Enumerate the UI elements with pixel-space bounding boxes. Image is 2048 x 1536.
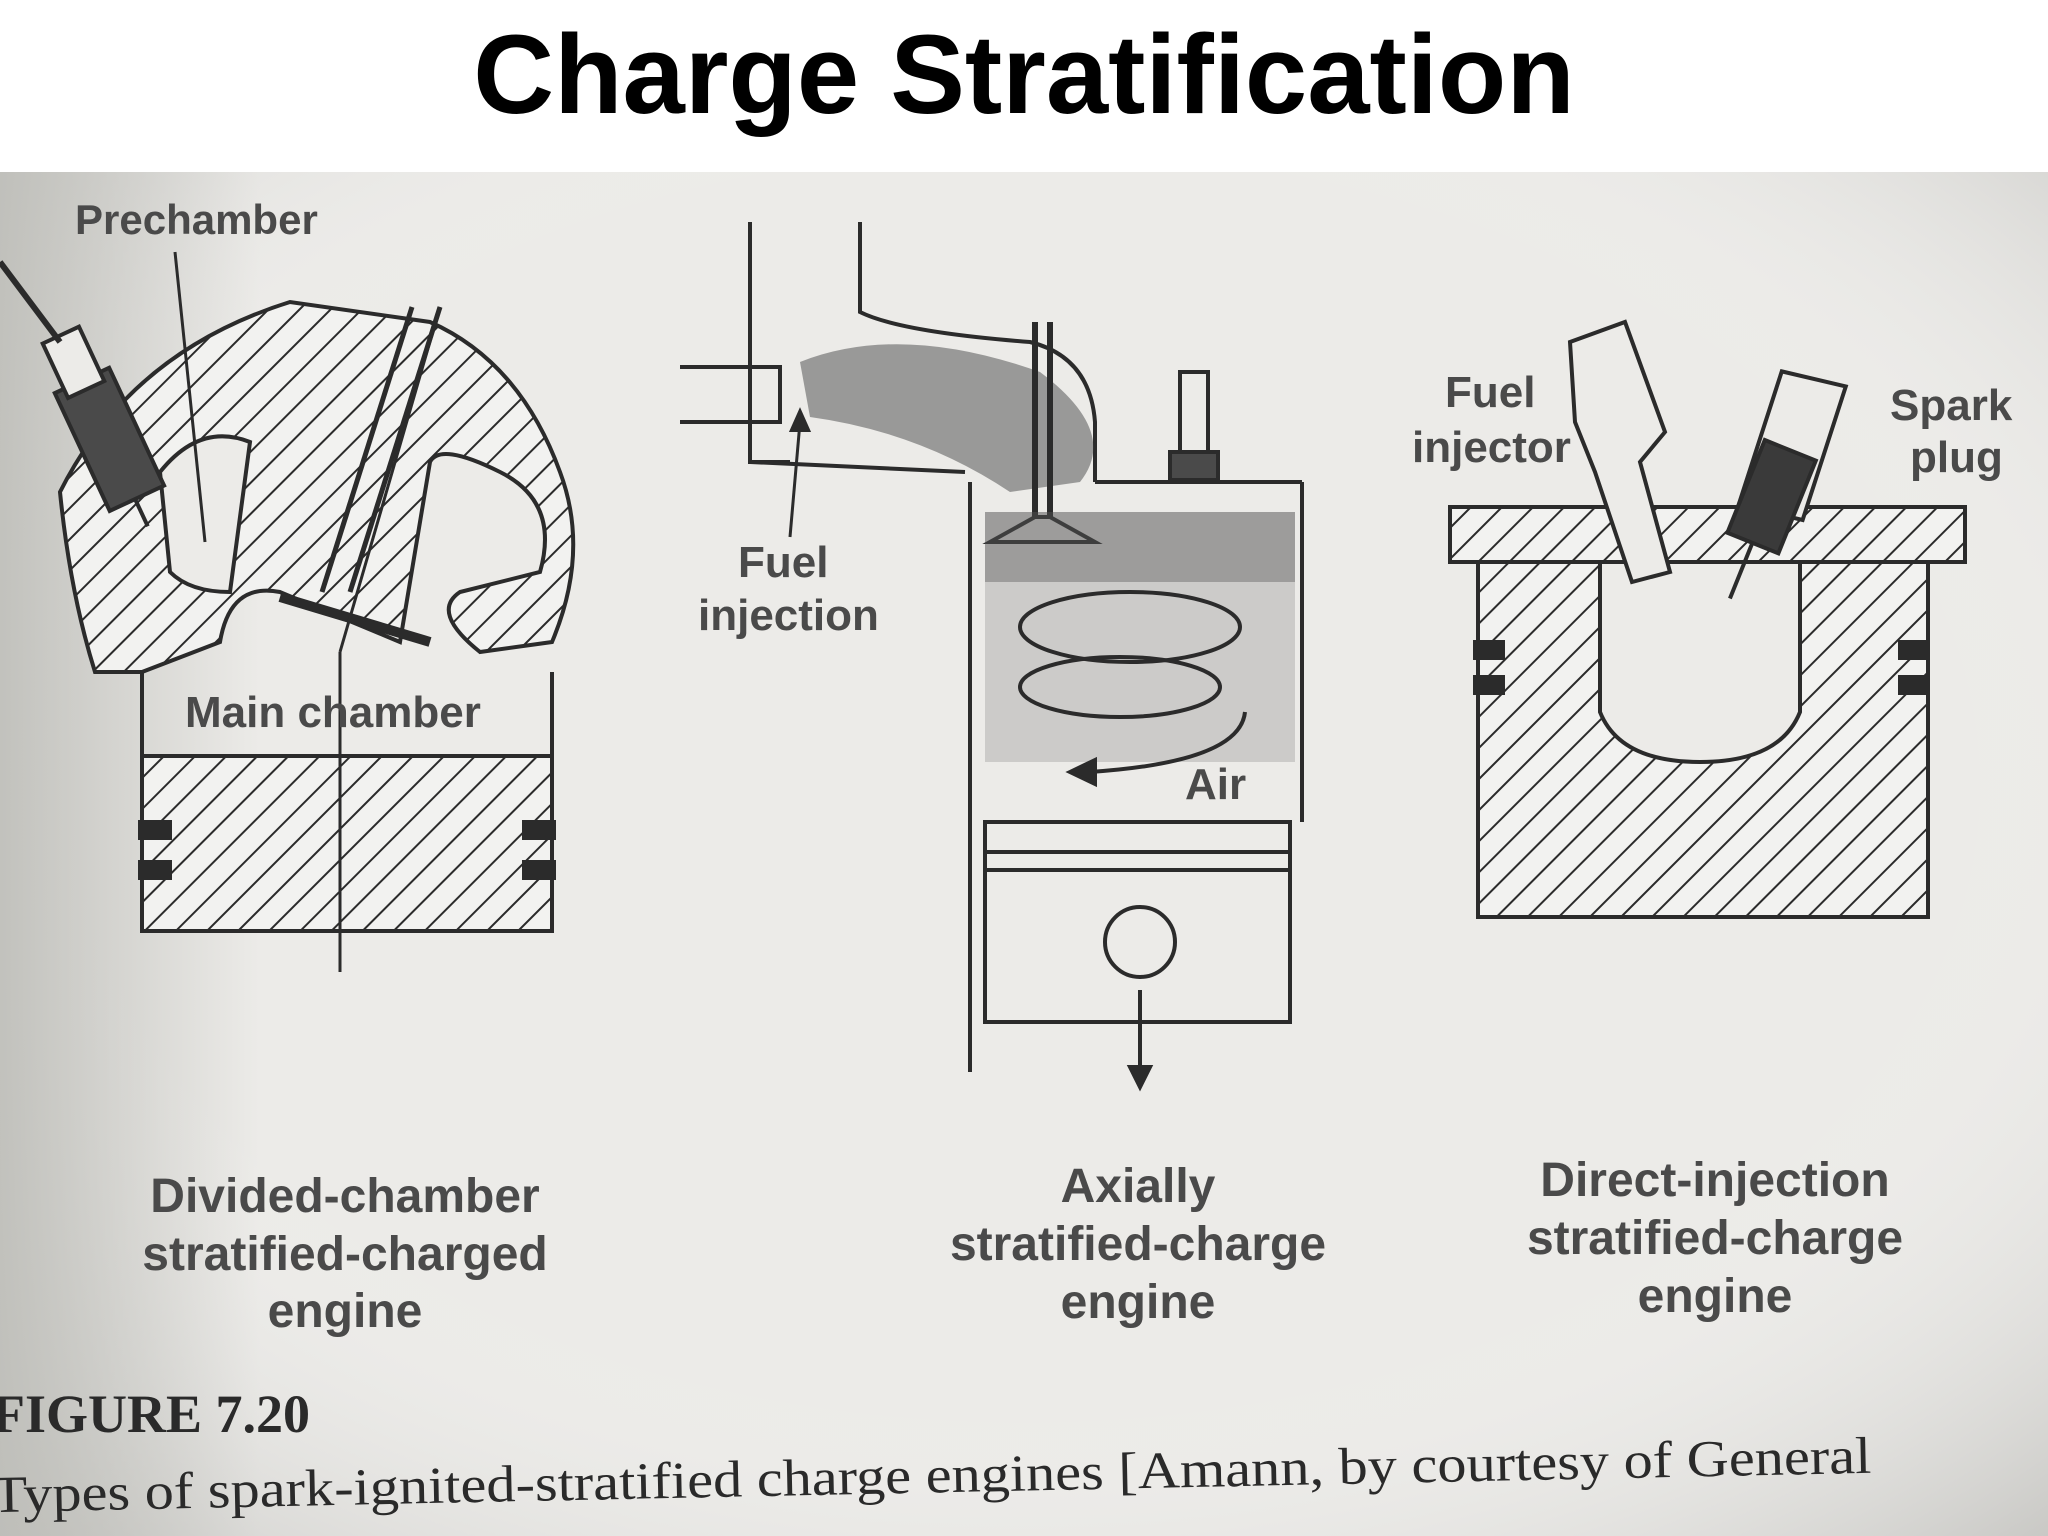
slide-title: Charge Stratification [473, 12, 1575, 137]
spark-plug-label-line2: plug [1910, 433, 2003, 482]
caption-line: stratified-charge [1527, 1212, 1903, 1265]
caption-line: engine [1061, 1276, 1216, 1329]
caption-line: Axially [1061, 1160, 1216, 1213]
caption-line: engine [268, 1285, 423, 1338]
caption-line: stratified-charge [950, 1218, 1326, 1271]
fuel-injector-label-line1: Fuel [1445, 368, 1535, 417]
caption-line: Direct-injection [1540, 1154, 1889, 1207]
divided-chamber-caption: Divided-chamber stratified-charged engin… [142, 1170, 547, 1338]
figure-number: FIGURE 7.20 [0, 1384, 310, 1444]
axially-stratified-drawing [680, 222, 1304, 1092]
caption-line: engine [1638, 1270, 1793, 1323]
caption-line: stratified-charged [142, 1228, 547, 1281]
figure-photo: Prechamber Main chamber [0, 172, 2048, 1536]
main-chamber-label: Main chamber [185, 688, 481, 737]
divided-chamber-drawing [0, 251, 576, 972]
engine-diagram: Prechamber Main chamber [0, 172, 2048, 1536]
fuel-injection-label-line2: injection [698, 591, 879, 640]
fuel-injection-label-line1: Fuel [738, 538, 828, 587]
caption-line: Divided-chamber [150, 1170, 539, 1223]
direct-injection-drawing [1448, 319, 1967, 919]
prechamber-label: Prechamber [75, 196, 318, 243]
spark-plug-label-line1: Spark [1890, 381, 2013, 430]
air-label: Air [1185, 760, 1246, 809]
direct-injection-caption: Direct-injection stratified-charge engin… [1527, 1154, 1903, 1323]
axially-stratified-caption: Axially stratified-charge engine [950, 1160, 1326, 1329]
fuel-injector-label-line2: injector [1412, 423, 1571, 472]
